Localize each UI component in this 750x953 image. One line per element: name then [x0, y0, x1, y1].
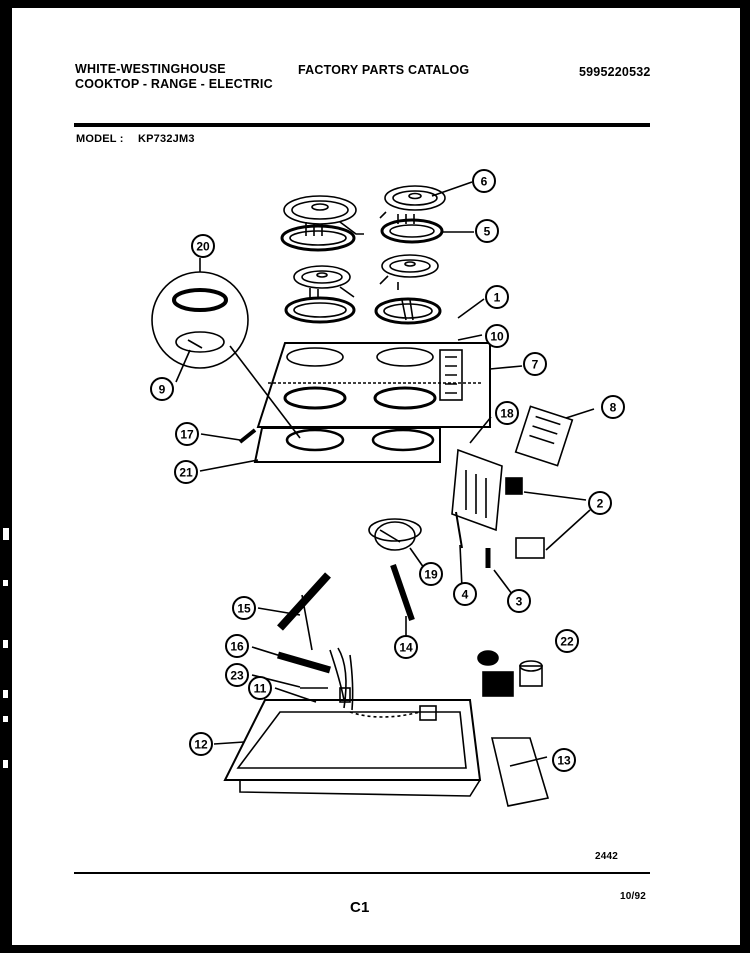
- model-label: MODEL :: [76, 133, 124, 145]
- svg-text:15: 15: [237, 602, 251, 616]
- callout-18: 18: [495, 401, 519, 425]
- svg-text:3: 3: [516, 595, 523, 609]
- callout-5: 5: [475, 219, 499, 243]
- catalog-page: WHITE-WESTINGHOUSE COOKTOP - RANGE - ELE…: [12, 8, 740, 945]
- svg-text:4: 4: [462, 588, 469, 602]
- svg-text:23: 23: [230, 669, 244, 683]
- callout-12: 12: [189, 732, 213, 756]
- svg-text:6: 6: [481, 175, 488, 189]
- callout-23: 23: [225, 663, 249, 687]
- svg-text:12: 12: [194, 738, 208, 752]
- svg-text:10: 10: [490, 330, 504, 344]
- footer-rule: [74, 872, 650, 874]
- callout-8: 8: [601, 395, 625, 419]
- callout-1: 1: [485, 285, 509, 309]
- svg-text:19: 19: [424, 568, 438, 582]
- catalog-number: 5995220532: [579, 65, 651, 79]
- svg-text:16: 16: [230, 640, 244, 654]
- header-rule: [74, 123, 650, 127]
- svg-text:2: 2: [597, 497, 604, 511]
- cooktop-lower-panel: [238, 427, 441, 463]
- svg-text:13: 13: [557, 754, 571, 768]
- footer-date: 10/92: [620, 891, 647, 902]
- svg-text:20: 20: [196, 240, 210, 254]
- svg-text:8: 8: [610, 401, 617, 415]
- brand-line-1: WHITE-WESTINGHOUSE: [75, 62, 226, 76]
- cooktop-box: [223, 699, 482, 797]
- coil-burner-front-right: [374, 254, 442, 325]
- brackets: [277, 564, 415, 674]
- cooktop-glass-panel: [256, 342, 491, 428]
- callout-10: 10: [485, 324, 509, 348]
- svg-text:1: 1: [494, 291, 501, 305]
- catalog-title: FACTORY PARTS CATALOG: [298, 63, 470, 77]
- svg-text:11: 11: [254, 682, 267, 696]
- svg-text:22: 22: [560, 635, 574, 649]
- callout-13: 13: [552, 748, 576, 772]
- svg-text:5: 5: [484, 225, 491, 239]
- page-code: C1: [350, 899, 370, 916]
- coil-burner-back-left: [280, 195, 364, 252]
- callout-9: 9: [150, 377, 174, 401]
- terminal-blocks: [477, 650, 543, 697]
- callout-17: 17: [175, 422, 199, 446]
- diagram-number: 2442: [595, 851, 619, 862]
- callout-6: 6: [472, 169, 496, 193]
- callout-14: 14: [394, 635, 418, 659]
- callout-15: 15: [232, 596, 256, 620]
- svg-text:7: 7: [532, 358, 539, 372]
- svg-text:9: 9: [159, 383, 166, 397]
- infinite-switch: [485, 477, 545, 568]
- svg-text:18: 18: [500, 407, 514, 421]
- model-value: KP732JM3: [138, 133, 195, 145]
- callout-16: 16: [225, 634, 249, 658]
- callout-2: 2: [588, 491, 612, 515]
- callout-21: 21: [174, 460, 198, 484]
- heat-shield: [368, 518, 422, 551]
- callout-22: 22: [555, 629, 579, 653]
- callout-19: 19: [419, 562, 443, 586]
- svg-text:14: 14: [399, 641, 413, 655]
- control-bracket: [451, 405, 574, 549]
- callout-4: 4: [453, 582, 477, 606]
- svg-text:21: 21: [179, 466, 193, 480]
- callout-3: 3: [507, 589, 531, 613]
- coil-burner-front-left: [284, 265, 356, 324]
- scan-margin-marks: [3, 528, 9, 768]
- trim-ring-group: [151, 271, 301, 439]
- access-cover: [490, 737, 550, 807]
- callout-11: 11: [248, 676, 272, 700]
- brand-line-2: COOKTOP - RANGE - ELECTRIC: [75, 77, 273, 91]
- callout-7: 7: [523, 352, 547, 376]
- callout-20: 20: [191, 234, 215, 258]
- coil-burner-back-right: [379, 185, 446, 244]
- svg-text:17: 17: [180, 428, 194, 442]
